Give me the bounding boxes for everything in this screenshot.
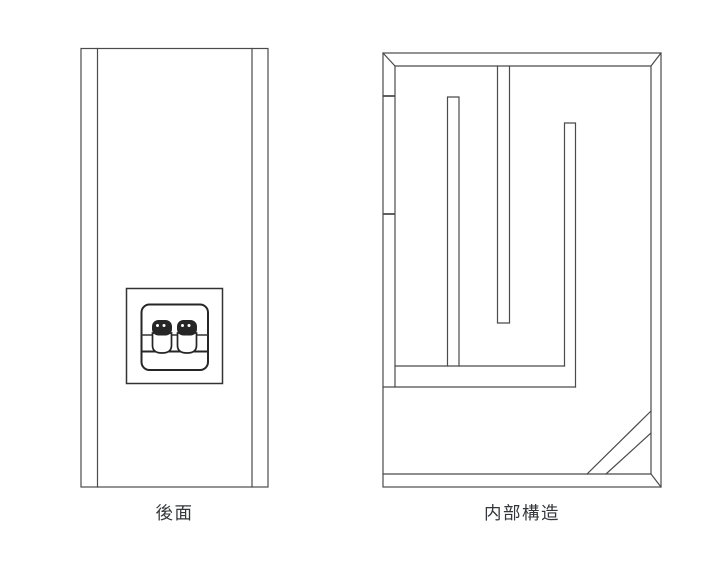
binding-post-left-body [151,332,173,354]
binding-post-left-cap [152,320,172,336]
binding-post-right-highlight [187,324,191,327]
corner-miter-joints [382,52,662,488]
right-baffle [563,122,577,388]
left-wall-joint-marks [383,95,395,215]
internal-structure-drawing [382,52,662,488]
binding-post-right-cap [177,320,197,336]
binding-post-left [151,320,173,354]
corner-deflector-brace [586,410,652,475]
internal-structure-caption: 内部構造 [484,504,560,524]
binding-post-left-highlight [156,324,159,327]
left-baffle [446,96,460,367]
binding-post-right [176,320,198,354]
rear-view-drawing [80,47,269,488]
binding-post-left-highlight [162,324,166,327]
terminal-panel-plate [125,287,224,385]
binding-post-right-body [176,332,198,354]
terminal-panel [125,287,224,385]
rear-cabinet-outline [80,47,269,488]
center-baffle [496,65,511,324]
binding-post-right-highlight [181,324,184,327]
terminal-panel-recess [140,303,209,371]
shelf-partition [382,365,577,388]
enclosure-outer-wall [382,52,662,488]
enclosure-inner-wall [382,65,652,475]
rear-view-caption: 後面 [155,504,194,524]
